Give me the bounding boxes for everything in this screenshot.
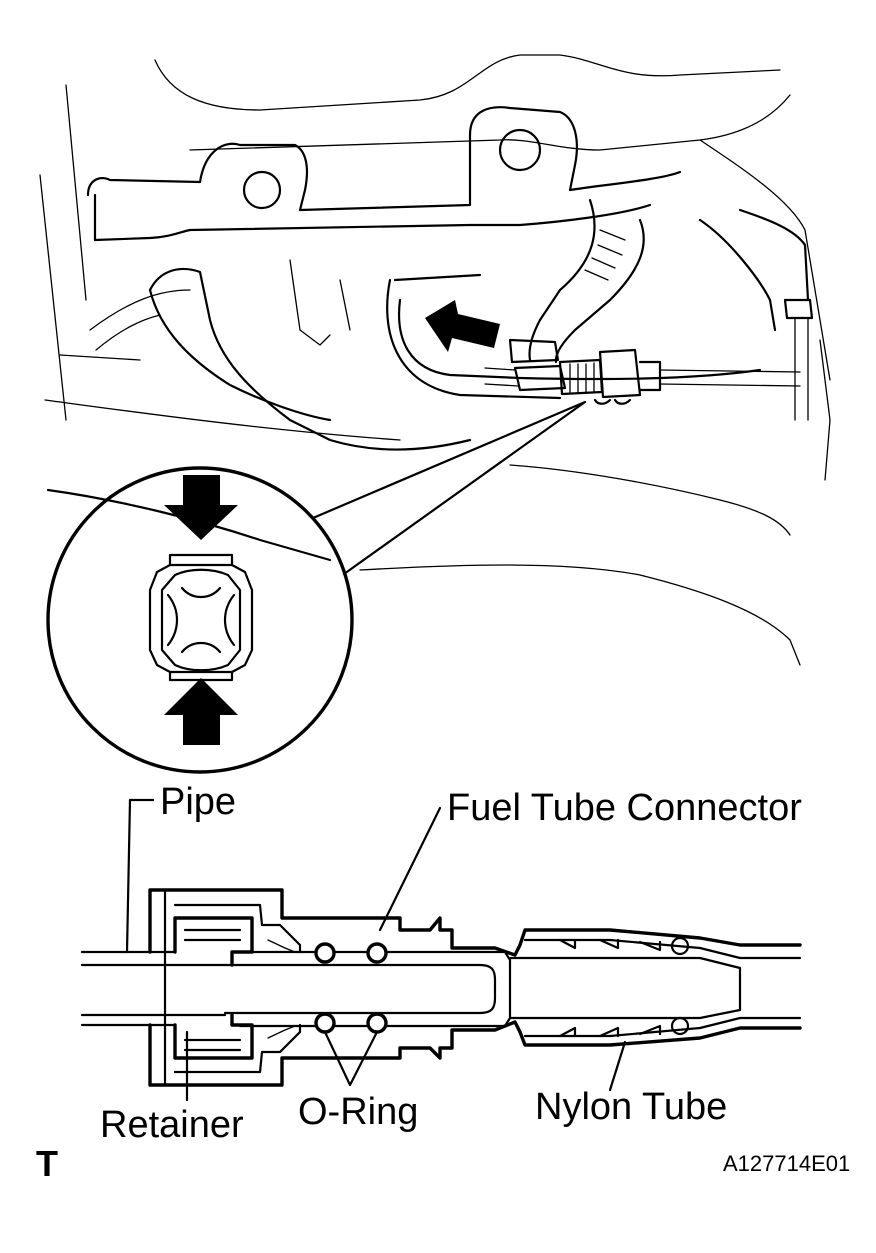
- pipe-label: Pipe: [160, 781, 237, 823]
- o-ring: [366, 1012, 388, 1034]
- o-ring: [314, 1012, 336, 1034]
- engine-bay-illustration: [39, 54, 831, 666]
- o-ring: [366, 942, 388, 964]
- view-marker-label: T: [36, 1143, 58, 1184]
- press-down-arrow-icon: [164, 475, 238, 540]
- retainer-label: Retainer: [100, 1104, 244, 1146]
- fuel-tube-connector-label: Fuel Tube Connector: [447, 787, 802, 829]
- pointer-arrow-icon: [425, 300, 500, 352]
- detail-magnifier: [46, 466, 354, 774]
- o-ring-label: O-Ring: [298, 1091, 419, 1133]
- press-up-arrow-icon: [164, 678, 238, 745]
- o-ring: [314, 942, 336, 964]
- nylon-tube-label: Nylon Tube: [535, 1086, 728, 1128]
- figure-code-label: A127714E01: [723, 1151, 851, 1176]
- fuel-tube-cross-section: [80, 798, 802, 1102]
